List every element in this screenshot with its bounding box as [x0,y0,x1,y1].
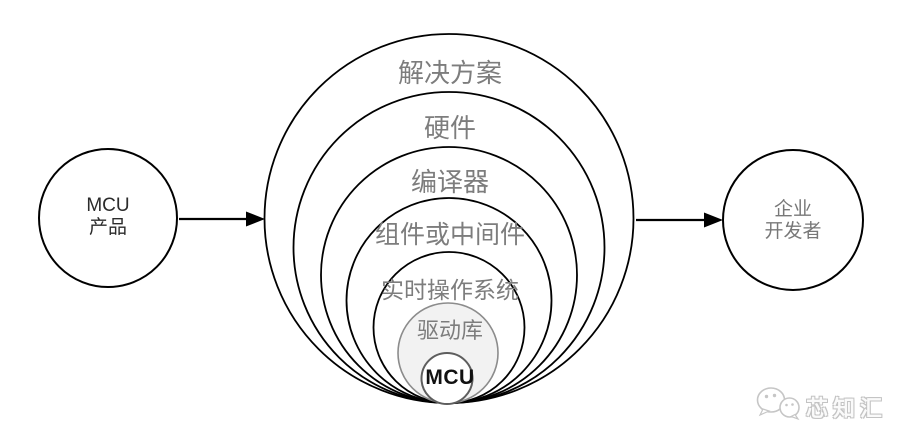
ring-label-hardware: 硬件 [423,113,476,143]
ring-label-middleware: 组件或中间件 [374,221,525,249]
ring-label-driver-lib: 驱动库 [416,318,483,343]
right-node-label: 企业 开发者 [725,199,861,243]
ring-label-rtos: 实时操作系统 [381,277,519,303]
left-node-circle [38,148,178,288]
left-node-label-line1: MCU [86,195,130,216]
wechat-icon [756,387,800,421]
ring-label-compiler: 编译器 [410,167,489,197]
arrowhead-icon [704,212,723,228]
arrow-left-to-rings [179,211,265,227]
left-node-label: MCU 产品 [40,195,176,239]
left-node-label-line2: 产品 [88,217,127,238]
right-node-label-line2: 开发者 [764,221,822,242]
ring-label-mcu-core: MCU [425,366,475,389]
arrowhead-icon [246,211,265,227]
ring-circle-mcu-core [420,352,474,405]
watermark-brand-text: 芯知汇 [806,396,888,421]
right-node-label-line1: 企业 [773,199,812,220]
ring-label-solution: 解决方案 [397,58,502,88]
arrow-rings-to-right [636,212,723,228]
